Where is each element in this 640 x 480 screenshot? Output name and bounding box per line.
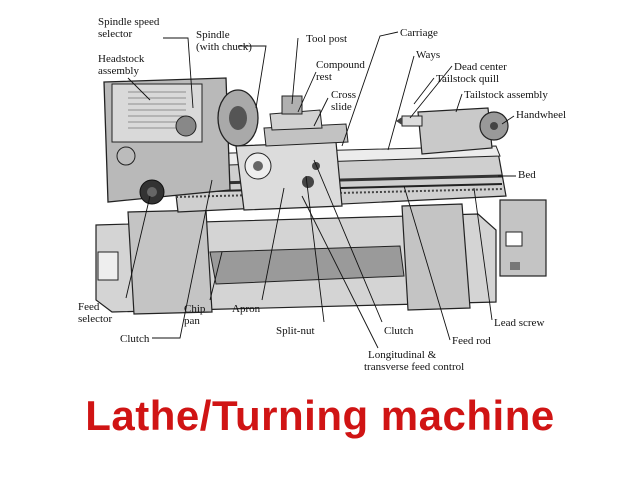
left-pedestal xyxy=(127,209,213,315)
label-dead-center: Dead center xyxy=(454,61,507,73)
lathe-illustration xyxy=(95,77,547,315)
label-lead-screw: Lead screw xyxy=(494,317,544,329)
label-tailstock-assembly: Tailstock assembly xyxy=(464,89,548,101)
label-clutch-left: Clutch xyxy=(120,333,150,345)
tailstock-shape xyxy=(417,107,493,155)
label-cross-slide: Cross slide xyxy=(331,89,359,113)
label-spindle: Spindle (with chuck) xyxy=(196,29,252,53)
label-apron: Apron xyxy=(232,303,261,315)
label-ways: Ways xyxy=(416,49,440,61)
label-bed: Bed xyxy=(518,169,536,181)
label-clutch-right: Clutch xyxy=(384,325,414,337)
label-headstock-assembly: Headstock assembly xyxy=(98,53,147,77)
tool-post-shape xyxy=(281,95,303,115)
tailstock-quill-shape xyxy=(401,115,423,127)
label-feed-control: Longitudinal & transverse feed control xyxy=(364,349,464,373)
label-feed-selector: Feed selector xyxy=(78,301,113,325)
label-tool-post: Tool post xyxy=(306,33,347,45)
right-pedestal xyxy=(401,203,471,311)
label-split-nut: Split-nut xyxy=(276,325,315,337)
label-handwheel: Handwheel xyxy=(516,109,566,121)
label-spindle-speed-selector: Spindle speed selector xyxy=(98,16,162,40)
label-carriage: Carriage xyxy=(400,27,438,39)
part-labels: Spindle speed selector Headstock assembl… xyxy=(78,16,566,373)
label-tailstock-quill: Tailstock quill xyxy=(436,73,499,85)
label-chip-pan: Chip pan xyxy=(184,303,208,327)
label-feed-rod: Feed rod xyxy=(452,335,491,347)
leader-lines xyxy=(125,31,516,349)
page-title: Lathe/Turning machine xyxy=(85,392,555,439)
label-compound-rest: Compound rest xyxy=(316,59,368,83)
compound-rest-shape xyxy=(269,109,323,131)
